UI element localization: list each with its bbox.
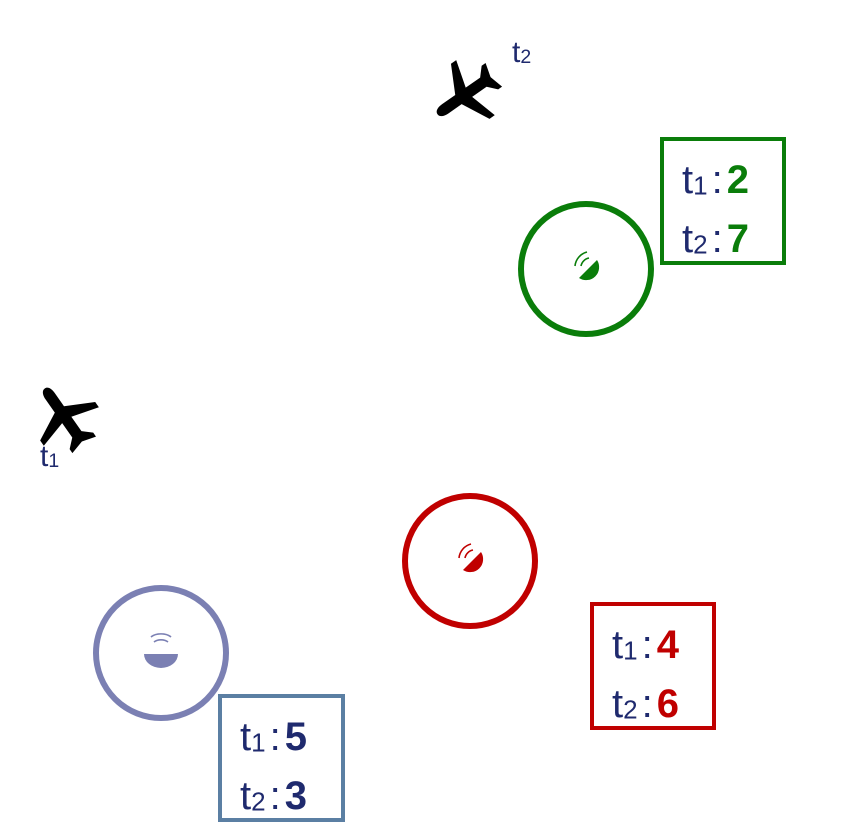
info-row: t2:3 (240, 774, 307, 819)
info-row: t2:7 (682, 217, 749, 262)
aircraft-label-t2: t2 (512, 36, 532, 69)
airplane-icon-t2 (425, 55, 505, 135)
radar-dish-icon (144, 633, 178, 668)
info-box-green: t1:2 t2:7 (660, 137, 786, 265)
radar-station-red (402, 493, 538, 629)
info-row: t1:2 (682, 158, 749, 202)
info-box-blue: t1:5 t2:3 (218, 694, 345, 822)
radar-station-green (518, 201, 654, 337)
info-row: t1:4 (612, 623, 679, 667)
radar-station-blue (93, 585, 229, 721)
airplane-icon-t1 (24, 376, 104, 456)
radar-dish-icon (458, 543, 484, 573)
info-row: t2:6 (612, 682, 679, 727)
info-row: t1:5 (240, 715, 307, 759)
radar-dish-icon (574, 251, 600, 281)
info-box-red: t1:4 t2:6 (590, 602, 716, 730)
aircraft-label-t1: t1 (40, 440, 60, 473)
